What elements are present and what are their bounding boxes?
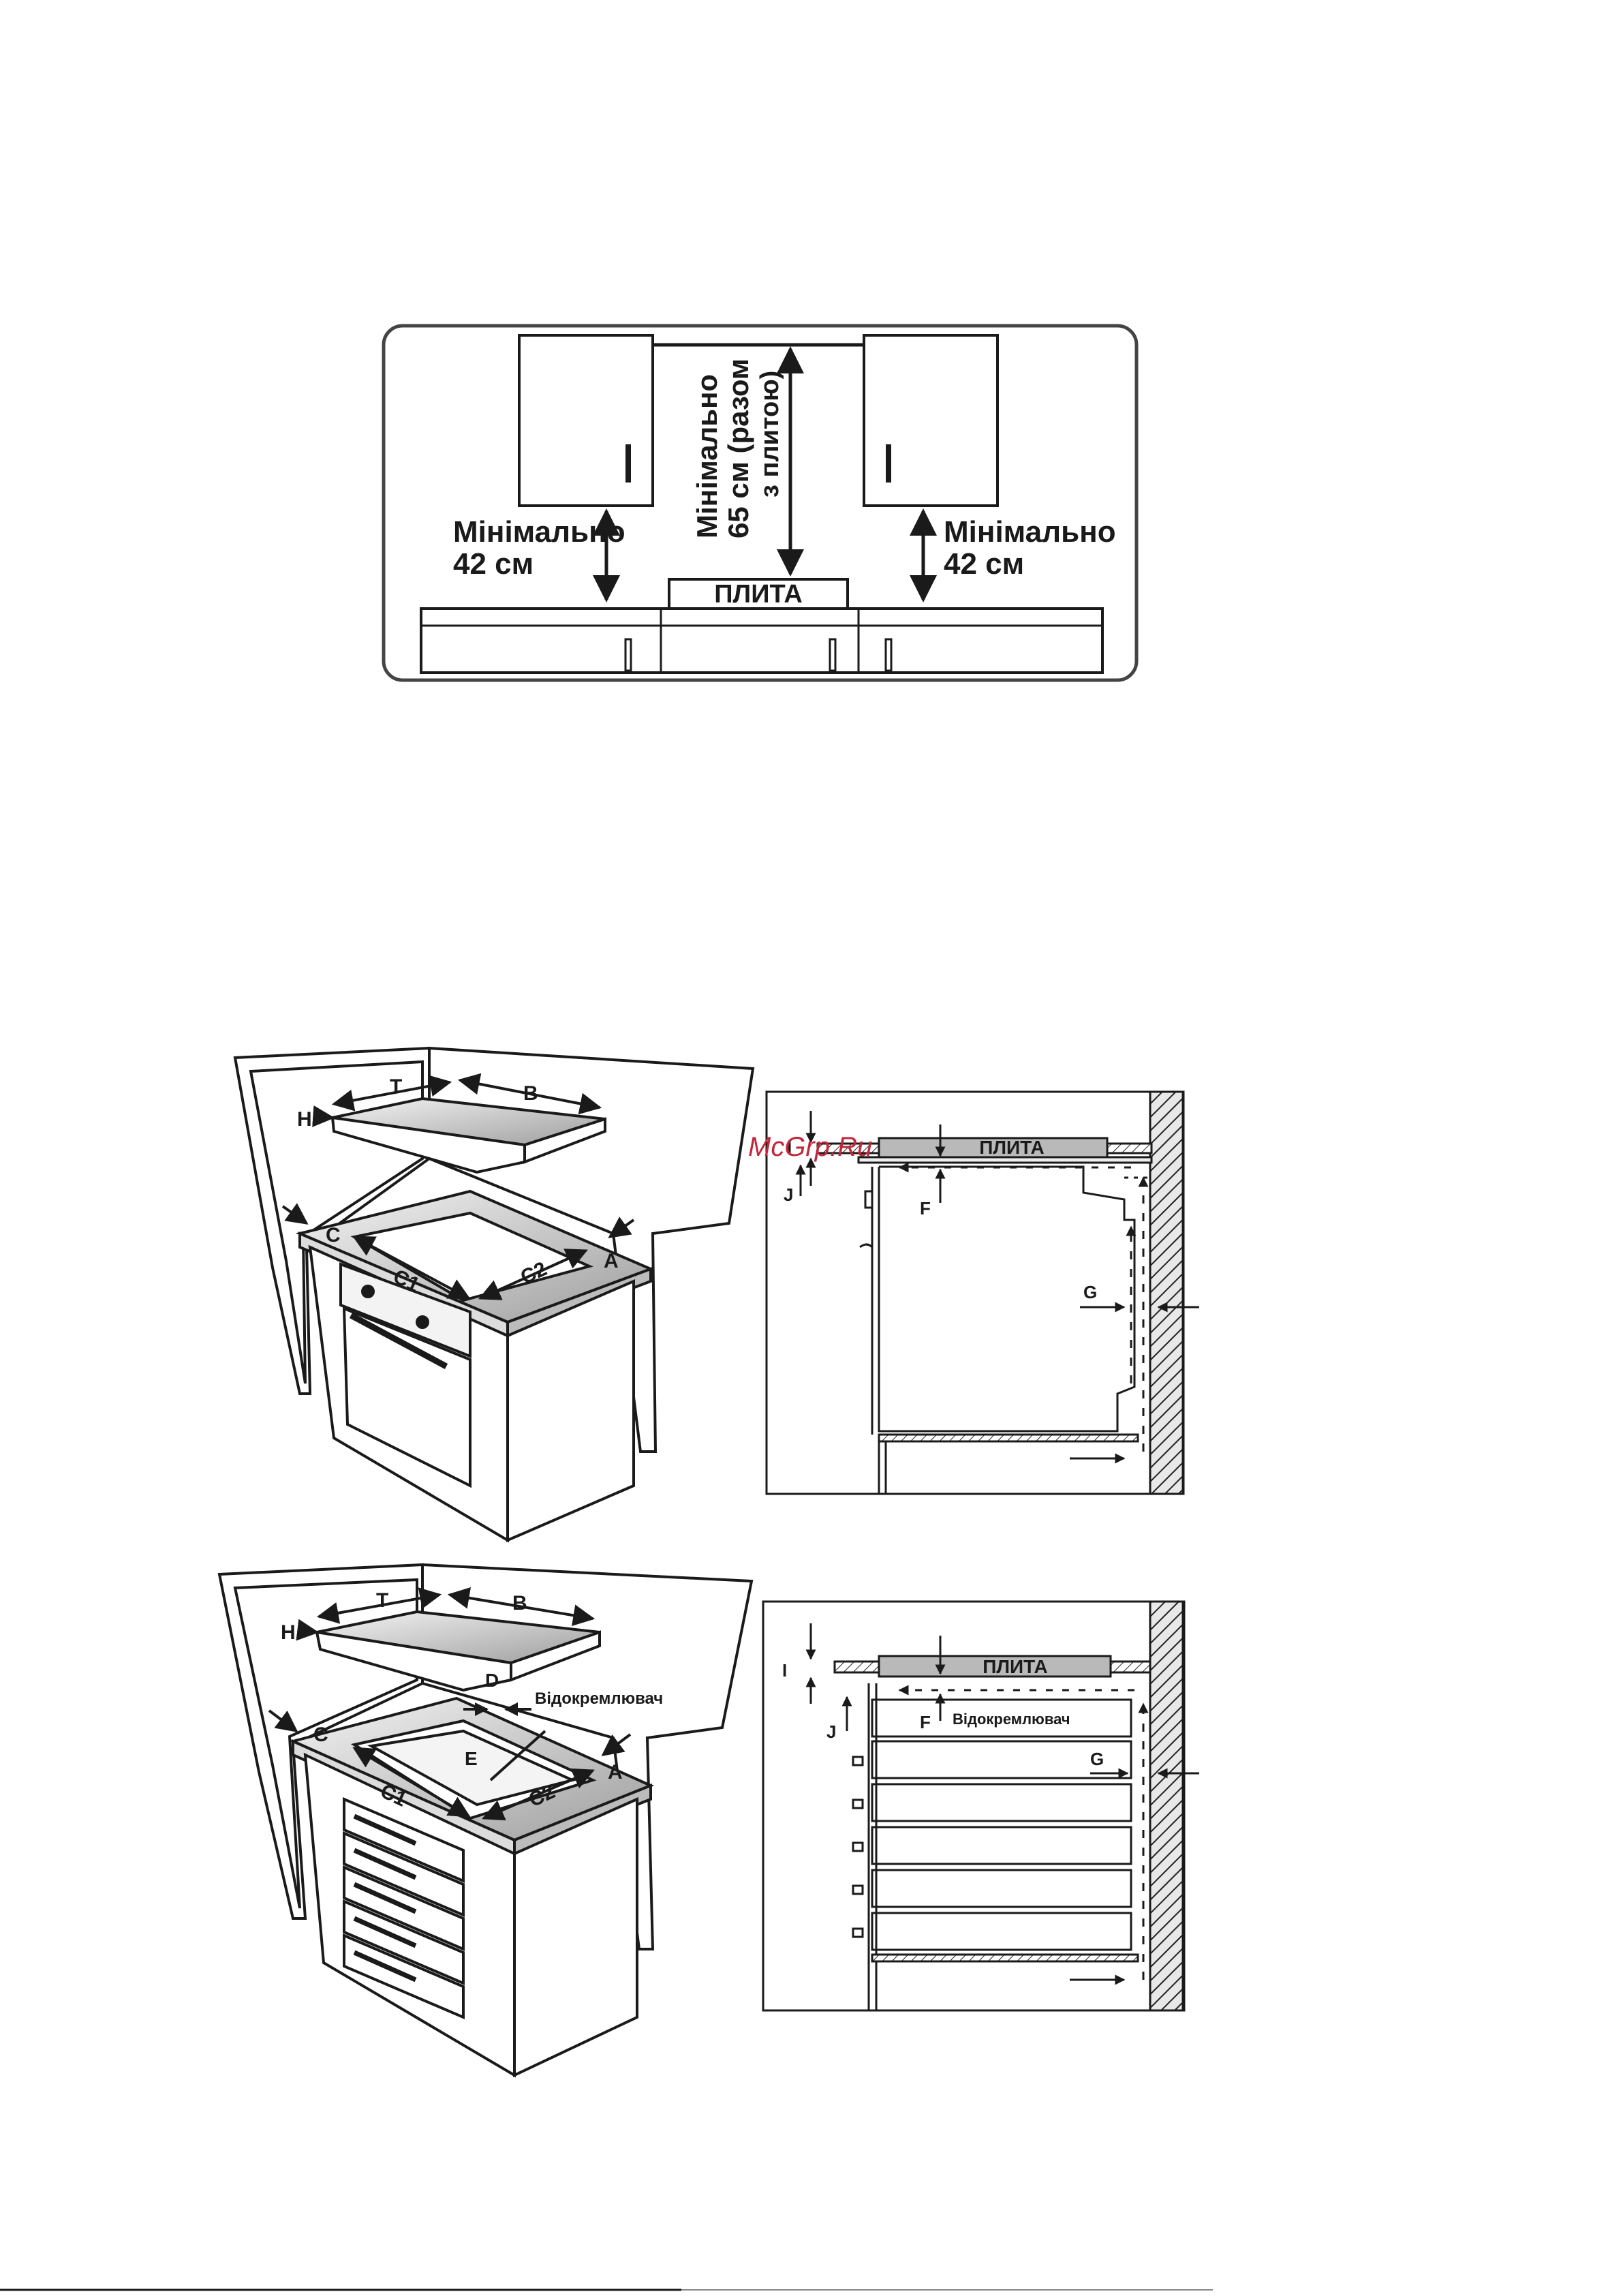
oven-label-H: H xyxy=(297,1108,312,1131)
cabinet-handle-left xyxy=(625,444,631,483)
base-shelf xyxy=(879,1435,1138,1441)
section-hob-label: ПЛИТА xyxy=(979,1137,1044,1158)
drawer-label-C: C xyxy=(313,1724,328,1746)
cabinet-handle-right xyxy=(886,444,891,483)
drawer-label-D: D xyxy=(485,1670,499,1691)
center-label-1: Мінімально xyxy=(691,374,723,538)
drawer-handle-3 xyxy=(886,639,891,671)
drawer-handle-1 xyxy=(625,639,631,671)
drawer-label-H: H xyxy=(281,1621,296,1644)
section2-label-G: G xyxy=(1090,1749,1104,1769)
counter-slab-left xyxy=(835,1662,879,1672)
oven-iso-drawing xyxy=(235,1048,753,1540)
section-label-G: G xyxy=(1083,1282,1097,1302)
section2-hob-label: ПЛИТА xyxy=(983,1656,1047,1677)
section-label-J: J xyxy=(784,1184,793,1205)
min-left-label-2: 42 см xyxy=(453,547,534,581)
section2-label-J: J xyxy=(826,1721,836,1742)
oven-knob xyxy=(865,1191,872,1208)
drawer-label-E: E xyxy=(465,1748,478,1769)
drawer-label-A: A xyxy=(608,1761,623,1784)
counter-slab-right xyxy=(1107,1144,1151,1153)
oven-label-C: C xyxy=(326,1224,341,1246)
counter-slab-right xyxy=(1111,1662,1150,1672)
center-label-3: з плитою) xyxy=(756,371,784,498)
drawer-iso-drawing xyxy=(219,1565,752,2075)
wall-hatch xyxy=(1150,1092,1183,1494)
oven-label-T: T xyxy=(390,1075,402,1098)
drawer-label-T: T xyxy=(376,1589,388,1612)
min-right-label-1: Мінімально xyxy=(944,515,1116,549)
oven-label-B: B xyxy=(523,1082,538,1105)
watermark: McGrp.Ru xyxy=(748,1132,872,1162)
section-label-F: F xyxy=(920,1198,931,1219)
oven-knob-2 xyxy=(417,1317,428,1328)
drawer-label-separator: Відокремлювач xyxy=(535,1689,663,1708)
min-left-label-1: Мінімально xyxy=(453,515,625,549)
clearance-diagram: ПЛИТА Мінімально 42 см Мінімально 42 см … xyxy=(384,326,1137,680)
base-shelf xyxy=(872,1955,1138,1961)
counter-edge xyxy=(859,1157,1151,1163)
hob-label: ПЛИТА xyxy=(714,580,803,609)
upper-cabinet-left xyxy=(519,335,653,506)
counter-top xyxy=(421,609,1102,673)
upper-cabinet-right xyxy=(864,335,998,506)
oven-label-A: A xyxy=(604,1250,619,1272)
section2-label-I: I xyxy=(782,1660,787,1681)
min-right-label-2: 42 см xyxy=(944,547,1024,581)
drawer-handle-2 xyxy=(830,639,835,671)
dim-H xyxy=(313,1116,333,1118)
drawer-section-drawing xyxy=(763,1602,1199,2010)
wall-hatch xyxy=(1150,1602,1183,2010)
section2-label-F: F xyxy=(920,1712,931,1732)
section2-label-separator: Відокремлювач xyxy=(953,1711,1070,1728)
oven-knob-1 xyxy=(362,1286,373,1297)
drawer-label-B: B xyxy=(512,1592,527,1614)
center-label-2: 65 см (разом xyxy=(722,358,754,538)
